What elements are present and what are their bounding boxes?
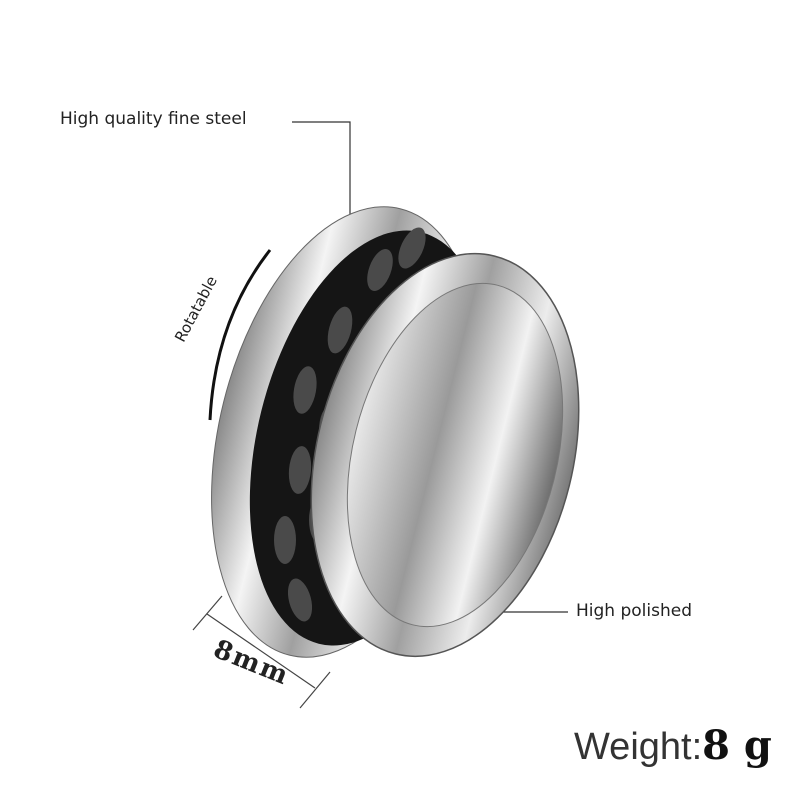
weight-label: Weight:8 g bbox=[574, 722, 772, 769]
material-label: High quality fine steel bbox=[60, 109, 247, 129]
weight-value: 8 g bbox=[702, 722, 772, 769]
ring-inner-surface bbox=[346, 282, 564, 628]
width-dimension bbox=[192, 595, 331, 709]
material-leader-line bbox=[292, 121, 351, 232]
weight-title: Weight: bbox=[574, 726, 703, 768]
finish-label: High polished bbox=[576, 601, 692, 621]
rotatable-arc bbox=[208, 249, 272, 421]
